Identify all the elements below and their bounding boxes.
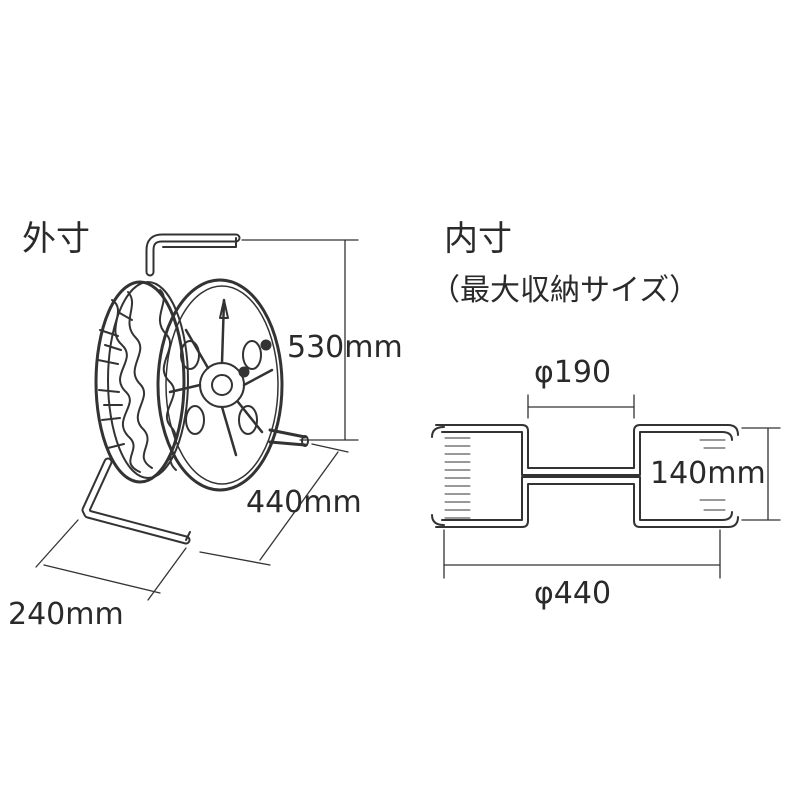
- outer-height-label: 530mm: [287, 330, 403, 365]
- dim-line-outer-depth: [199, 443, 349, 566]
- dim-line-inner-height: [741, 427, 781, 521]
- outer-depth-label: 440mm: [246, 485, 362, 520]
- inner-dimensions-subtitle: （最大収納サイズ）: [430, 273, 700, 308]
- reel-cross-section: [431, 424, 739, 528]
- core-diameter-label: φ190: [534, 355, 612, 390]
- inner-dimensions-title: 内寸: [444, 219, 512, 259]
- dim-line-outer-width: [35, 519, 187, 601]
- dim-line-core-diameter: [527, 394, 635, 419]
- outer-diameter-label: φ440: [534, 576, 612, 611]
- inner-height-label: 140mm: [650, 456, 766, 491]
- outer-width-label: 240mm: [8, 597, 124, 632]
- dim-line-outer-diameter: [443, 529, 721, 579]
- cable-reel-illustration: [81, 233, 309, 545]
- dim-line-outer-height: [241, 239, 359, 441]
- outer-dimensions-title: 外寸: [22, 219, 90, 259]
